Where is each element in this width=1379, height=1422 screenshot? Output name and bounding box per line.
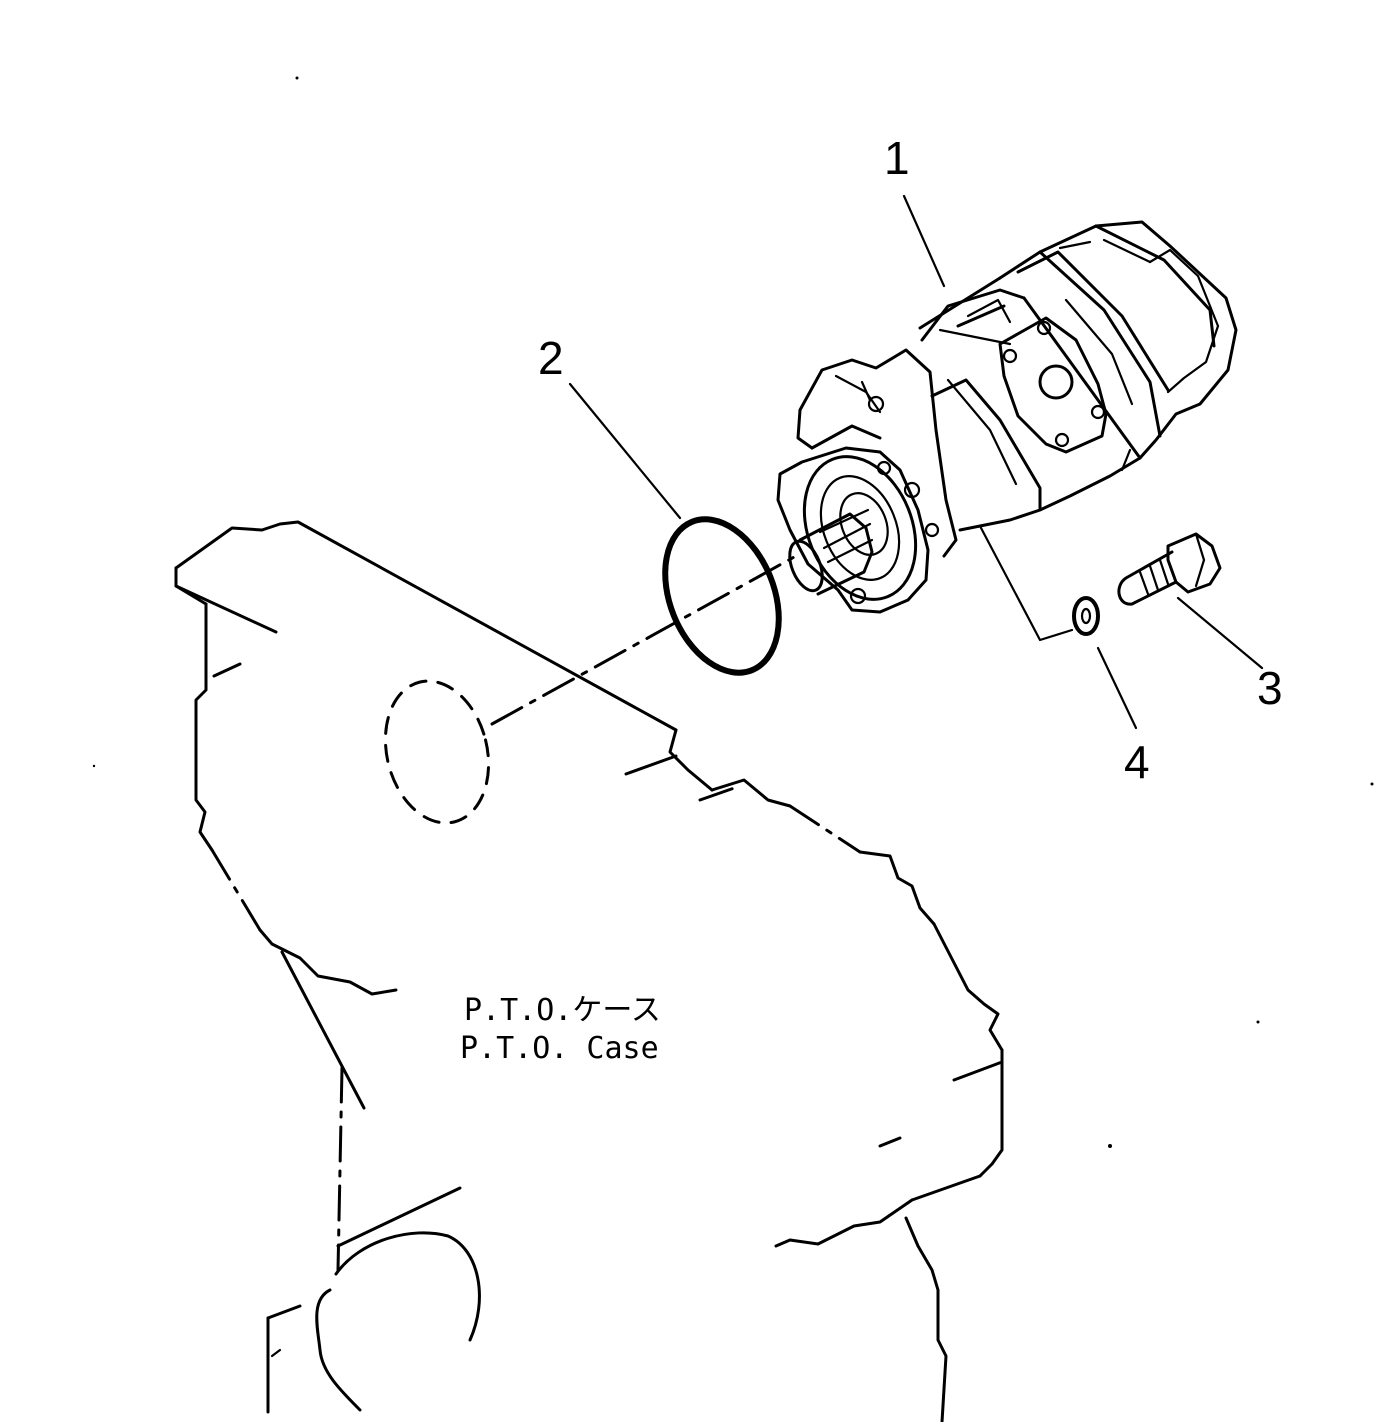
callout-3: 3 [1257, 662, 1283, 714]
callout-4: 4 [1124, 736, 1150, 788]
leader-lines [568, 194, 1264, 730]
center-line [490, 554, 798, 726]
bolt [1117, 532, 1222, 606]
callout-1: 1 [884, 132, 910, 184]
washer [1072, 596, 1100, 636]
pto-case-housing [174, 520, 1004, 1422]
scan-specks [92, 76, 1374, 1148]
hydraulic-pump [776, 220, 1238, 642]
o-ring [662, 516, 782, 676]
callout-2: 2 [538, 332, 564, 384]
case-label-english: P.T.O. Case [460, 1031, 659, 1066]
case-label-japanese: P.T.O.ケース [464, 993, 661, 1028]
